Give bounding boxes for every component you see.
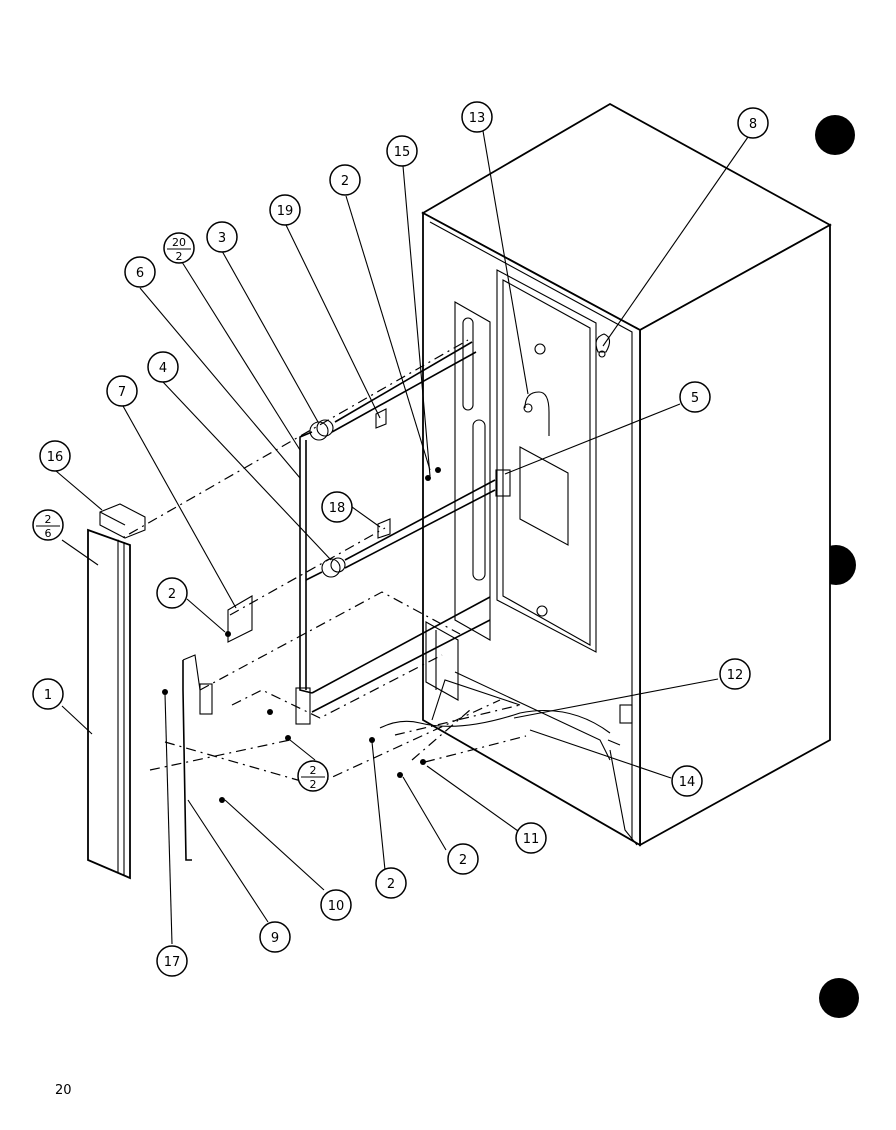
callout-20-2: 20 2 xyxy=(163,232,195,264)
svg-text:18: 18 xyxy=(329,501,346,516)
svg-text:2: 2 xyxy=(459,853,467,868)
svg-text:2: 2 xyxy=(387,877,395,892)
callout-2-a: 2 xyxy=(329,164,361,196)
svg-text:11: 11 xyxy=(523,832,540,847)
svg-text:5: 5 xyxy=(691,391,699,406)
svg-text:19: 19 xyxy=(277,204,294,219)
callout-10: 10 xyxy=(320,889,352,921)
svg-text:17: 17 xyxy=(164,955,181,970)
callout-2-6: 2 6 xyxy=(32,509,64,541)
callout-19: 19 xyxy=(269,194,301,226)
svg-text:14: 14 xyxy=(679,775,696,790)
svg-text:16: 16 xyxy=(47,450,64,465)
binder-hole-top xyxy=(815,115,855,155)
callout-5: 5 xyxy=(679,381,711,413)
callout-7: 7 xyxy=(106,375,138,407)
cabinet-back xyxy=(422,211,641,847)
svg-text:12: 12 xyxy=(727,668,744,683)
alignment-lines xyxy=(109,339,527,786)
callout-14: 14 xyxy=(671,765,703,797)
side-panel-part-1 xyxy=(87,503,146,880)
svg-text:6: 6 xyxy=(136,266,144,281)
callout-13: 13 xyxy=(461,101,493,133)
callout-6: 6 xyxy=(124,256,156,288)
callout-9: 9 xyxy=(259,921,291,953)
svg-text:10: 10 xyxy=(328,899,345,914)
svg-text:15: 15 xyxy=(394,145,411,160)
svg-text:9: 9 xyxy=(271,931,279,946)
callout-12: 12 xyxy=(719,658,751,690)
block-part-16 xyxy=(99,503,146,539)
back-panel xyxy=(496,269,597,653)
svg-text:2: 2 xyxy=(45,513,52,526)
callout-2-d: 2 xyxy=(375,867,407,899)
svg-text:20: 20 xyxy=(172,236,186,249)
callout-16: 16 xyxy=(39,440,71,472)
callout-1: 1 xyxy=(32,678,64,710)
page-number: 20 xyxy=(55,1083,72,1098)
callout-3: 3 xyxy=(206,221,238,253)
svg-text:2: 2 xyxy=(168,587,176,602)
callout-4: 4 xyxy=(147,351,179,383)
svg-text:2: 2 xyxy=(176,250,183,263)
binder-hole-bottom xyxy=(819,978,859,1018)
tube-channel xyxy=(454,301,491,641)
svg-text:4: 4 xyxy=(159,361,167,376)
svg-text:3: 3 xyxy=(218,231,226,246)
callout-2-2: 2 2 xyxy=(297,760,329,792)
svg-text:2: 2 xyxy=(341,174,349,189)
svg-text:13: 13 xyxy=(469,111,486,126)
leader-lines xyxy=(55,130,749,945)
callout-17: 17 xyxy=(156,945,188,977)
svg-text:6: 6 xyxy=(45,527,52,540)
svg-text:7: 7 xyxy=(118,385,126,400)
svg-text:2: 2 xyxy=(310,778,317,791)
svg-text:1: 1 xyxy=(44,688,52,703)
callout-18: 18 xyxy=(321,491,353,523)
callout-11: 11 xyxy=(515,822,547,854)
callout-2-c: 2 xyxy=(447,843,479,875)
svg-text:2: 2 xyxy=(310,764,317,777)
callout-2-b: 2 xyxy=(156,577,188,609)
svg-text:8: 8 xyxy=(749,117,757,132)
callout-15: 15 xyxy=(386,135,418,167)
callout-8: 8 xyxy=(737,107,769,139)
cabinet-side xyxy=(639,223,831,847)
cabinet xyxy=(379,102,832,847)
label-plate xyxy=(519,446,569,546)
